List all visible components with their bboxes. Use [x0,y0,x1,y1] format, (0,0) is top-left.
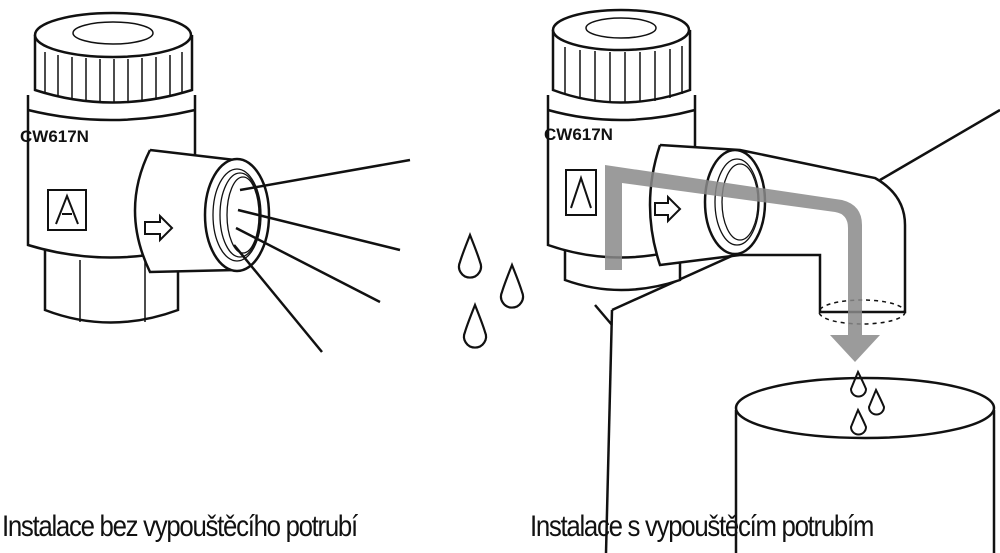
water-drops-icon [457,232,525,349]
caption-with-drain-pipe: Instalace s vypouštěcím potrubím [530,510,874,543]
caption-without-drain-pipe: Instalace bez vypouštěcího potrubí [2,510,358,543]
flow-arrow-icon [144,213,174,243]
water-drops-icon [849,369,886,436]
drain-bucket [734,376,996,553]
valve-marking-right: CW617N [544,125,613,144]
valve-marking-left: CW617N [20,127,89,146]
drain-flow-arrow [605,165,880,362]
flow-arrow-icon [654,194,682,224]
valve-left: CW617N [20,11,411,353]
